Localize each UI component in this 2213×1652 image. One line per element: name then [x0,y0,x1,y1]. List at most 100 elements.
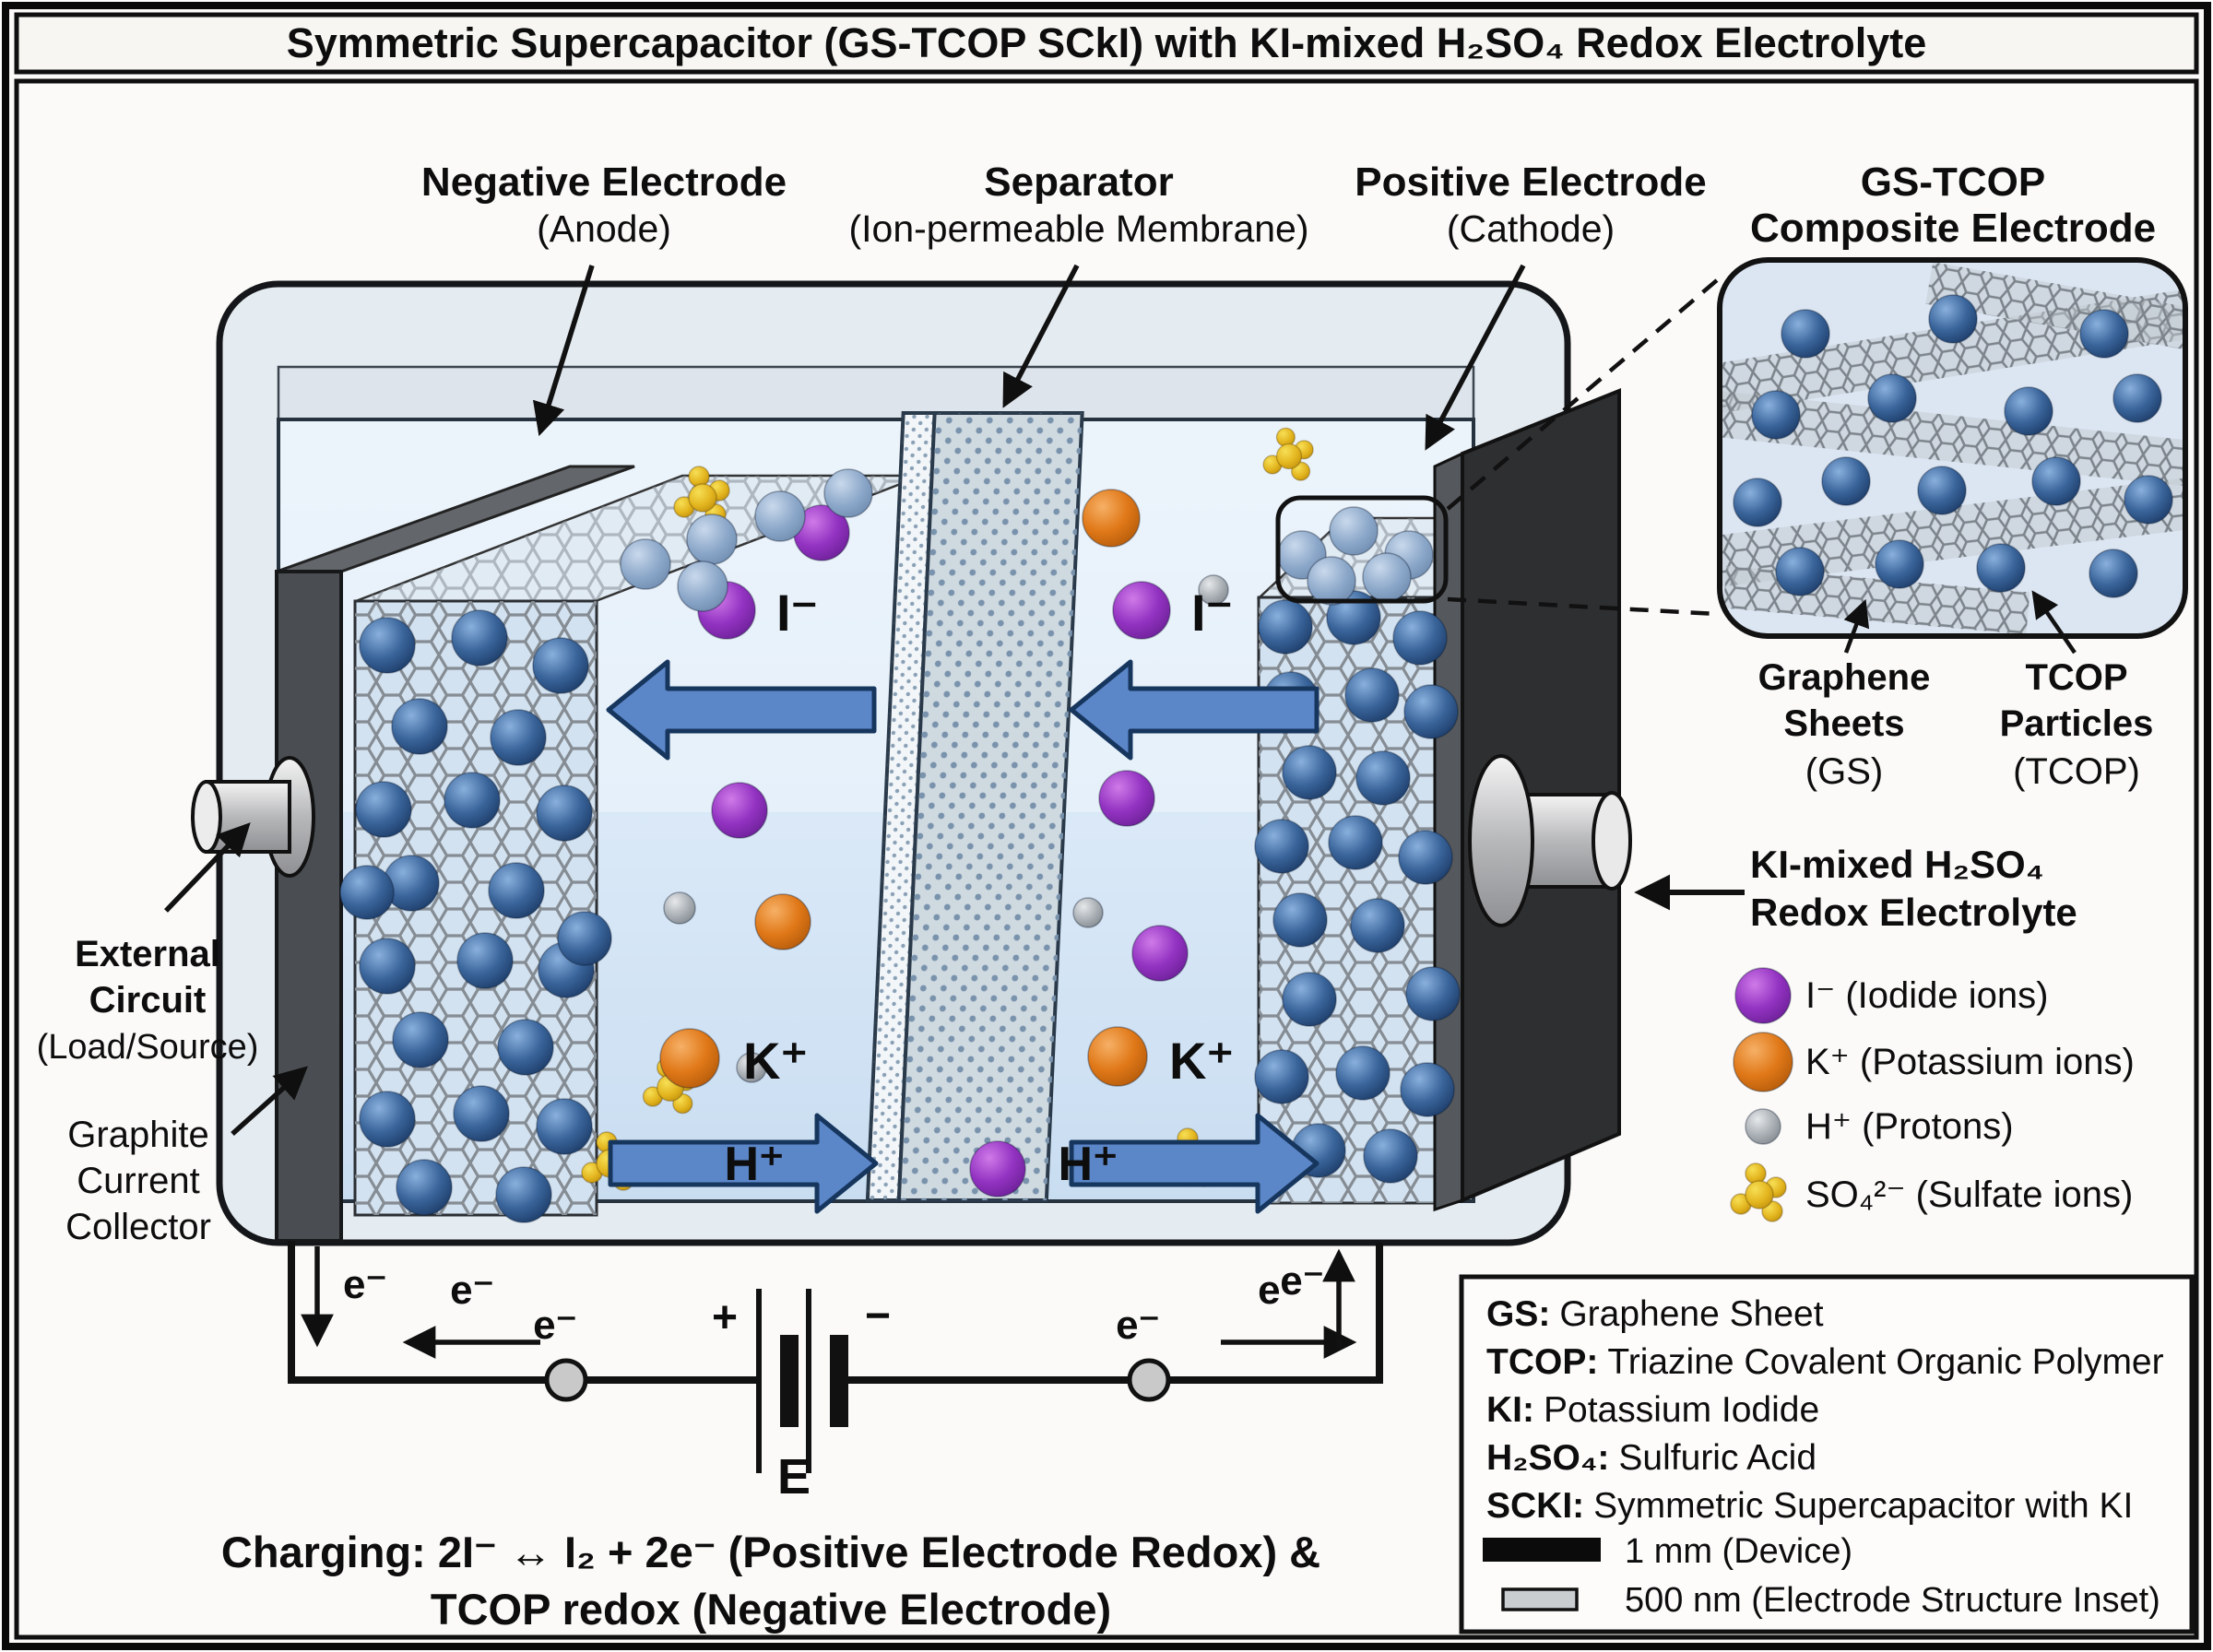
particle-navy [391,698,448,755]
particle-navy [1821,456,1871,506]
particle-purple [711,782,768,839]
electron-label-5: e⁻ [1258,1268,1302,1313]
zoom-callout-box [1275,495,1449,604]
abbrev-h2so4-term: H₂SO₄: [1486,1438,1609,1478]
particle-navy [444,772,501,829]
particle-purple [1098,770,1155,827]
particle-navy [1733,478,1782,527]
positive-electrode-pointer [1425,264,1526,451]
particle-navy [488,862,545,919]
electron-label-2: e⁻ [450,1268,494,1313]
inset-title-line1: GS-TCOP [1861,159,2045,205]
particle-navy [1326,590,1381,645]
left-labels: External Circuit (Load/Source) Graphite … [37,822,308,1247]
particle-navy [532,637,589,694]
particle-navy [1917,466,1967,515]
particle-navy [1400,1062,1455,1117]
abbrev-tcop-term: TCOP: [1486,1342,1598,1382]
external-circuit: + − E e⁻ e⁻ e⁻ e⁻ e⁻ e⁻ [288,1241,1383,1504]
particle-navy [1344,667,1400,723]
abbrev-ki: KI:Potassium Iodide [1486,1390,1819,1430]
particle-navy [355,781,412,838]
particle-faded [677,560,728,612]
particle-navy [1781,309,1830,359]
battery-emf-label: E [777,1449,811,1504]
particle-orange [1087,1026,1148,1087]
particle-faded [823,468,873,518]
inset-content [1720,262,2185,635]
cell-lid [277,365,1475,421]
membrane-label: (Ion-permeable Membrane) [848,207,1308,250]
particle-faded [1307,556,1356,606]
particle-faded [754,490,806,542]
external-circuit-label2: Circuit [89,980,207,1021]
proton-legend-label: H⁺ (Protons) [1805,1106,2014,1147]
separator-pointer [1002,264,1080,408]
negative-electrode-pointer [532,265,595,437]
abbrev-h2so4: H₂SO₄:Sulfuric Acid [1486,1438,1817,1478]
electron-label-4: e⁻ [1116,1303,1160,1348]
particle-navy [557,911,612,966]
abbrev-scki-desc: Symmetric Supercapacitor with KI [1593,1486,2133,1526]
abbrev-gs: GS:Graphene Sheet [1486,1294,1824,1334]
scalebar-device [1483,1538,1601,1562]
particle-navy [1335,1045,1391,1101]
particle-navy [359,1091,416,1148]
particle-faded [1329,506,1379,556]
graphene-pointer [1843,598,1870,654]
electron-label-1: e⁻ [343,1262,387,1307]
sulfate-legend-label: SO₄²⁻ (Sulfate ions) [1805,1174,2133,1215]
battery-plus: + [712,1293,738,1342]
inset-title-line2: Composite Electrode [1750,206,2156,251]
particle-navy [456,932,514,989]
particle-purple [1112,581,1171,640]
battery-minus: − [865,1292,891,1340]
potassium-label-left: K⁺ [743,1032,808,1090]
electrolyte-title2: Redox Electrolyte [1750,891,2077,934]
iodide-label-left: I⁻ [776,584,818,642]
particle-faded [686,513,738,565]
graphene-sheets-label1: Graphene [1758,657,1931,698]
particle-navy [1350,898,1405,953]
charging-equation-line2: TCOP redox (Negative Electrode) [431,1585,1111,1634]
particle-gray [736,1052,767,1083]
particle-navy [2004,386,2053,436]
particle-navy [392,1011,449,1068]
composite-electrode-inset: GS-TCOP Composite Electrode Graphene She… [1717,159,2188,792]
abbreviation-frame [1459,1274,2195,1634]
electron-label-3: e⁻ [533,1303,577,1348]
proton-label-left: H⁺ [725,1138,785,1191]
electrolyte-legend: KI-mixed H₂SO₄ Redox Electrolyte I⁻ (Iod… [1634,843,2135,1222]
particle-navy [453,1085,510,1142]
tcop-particles-label3: (TCOP) [2013,751,2140,792]
external-circuit-label1: External [75,934,220,974]
abbrev-tcop-desc: Triazine Covalent Organic Polymer [1607,1342,2163,1382]
particle-purple [969,1140,1026,1198]
particle-navy [2124,475,2173,525]
particle-gray [1072,897,1104,928]
particle-navy [396,1159,453,1216]
particle-navy [1867,373,1917,423]
right-current-collector [1433,388,1632,1212]
particle-navy [1355,750,1411,806]
particle-navy [2079,309,2129,359]
particle-navy [1398,830,1453,885]
charging-equation-line1: Charging: 2I⁻ ↔ I₂ + 2e⁻ (Positive Elect… [221,1528,1320,1576]
section-labels: Negative Electrode (Anode) Separator (Io… [421,159,1707,451]
scalebar-device-label: 1 mm (Device) [1625,1532,1852,1571]
battery-symbol [756,1289,848,1473]
particle-navy [1875,539,1924,589]
abbrev-gs-desc: Graphene Sheet [1559,1294,1823,1334]
ion-flow-arrows [606,659,1320,1214]
particle-gray [663,891,696,925]
particle-navy [359,617,416,674]
tcop-particles-label2: Particles [2000,703,2154,744]
collector-pointer [231,1066,308,1137]
negative-electrode-label: Negative Electrode [421,159,787,205]
particle-navy [1282,972,1337,1027]
abbrev-h2so4-desc: Sulfuric Acid [1618,1438,1817,1478]
page-title: Symmetric Supercapacitor (GS-TCOP SCkI) … [287,19,1927,66]
particle-navy [495,1166,552,1223]
potassium-legend-label: K⁺ (Potassium ions) [1805,1042,2135,1082]
